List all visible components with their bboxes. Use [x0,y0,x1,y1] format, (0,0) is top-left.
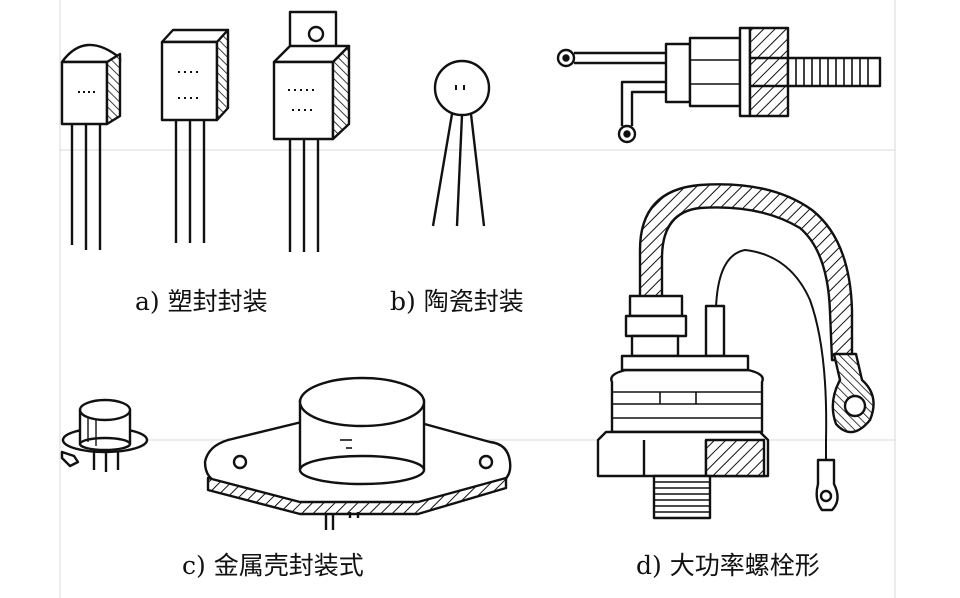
metal-can-large [203,376,512,530]
caption-metal-package: c) 金属壳封装式 [182,551,364,580]
plastic-package-to126 [160,28,230,243]
plastic-package-to92 [60,43,122,250]
caption-ceramic-package: b) 陶瓷封装 [390,287,524,316]
plastic-package-to220 [272,10,351,252]
stud-package-large [596,183,875,520]
ceramic-package [431,59,491,227]
caption-plastic-package: a) 塑封封装 [135,287,268,316]
stud-package-small [556,26,882,144]
metal-can-small [60,398,149,472]
caption-stud-package: d) 大功率螺栓形 [636,551,820,580]
